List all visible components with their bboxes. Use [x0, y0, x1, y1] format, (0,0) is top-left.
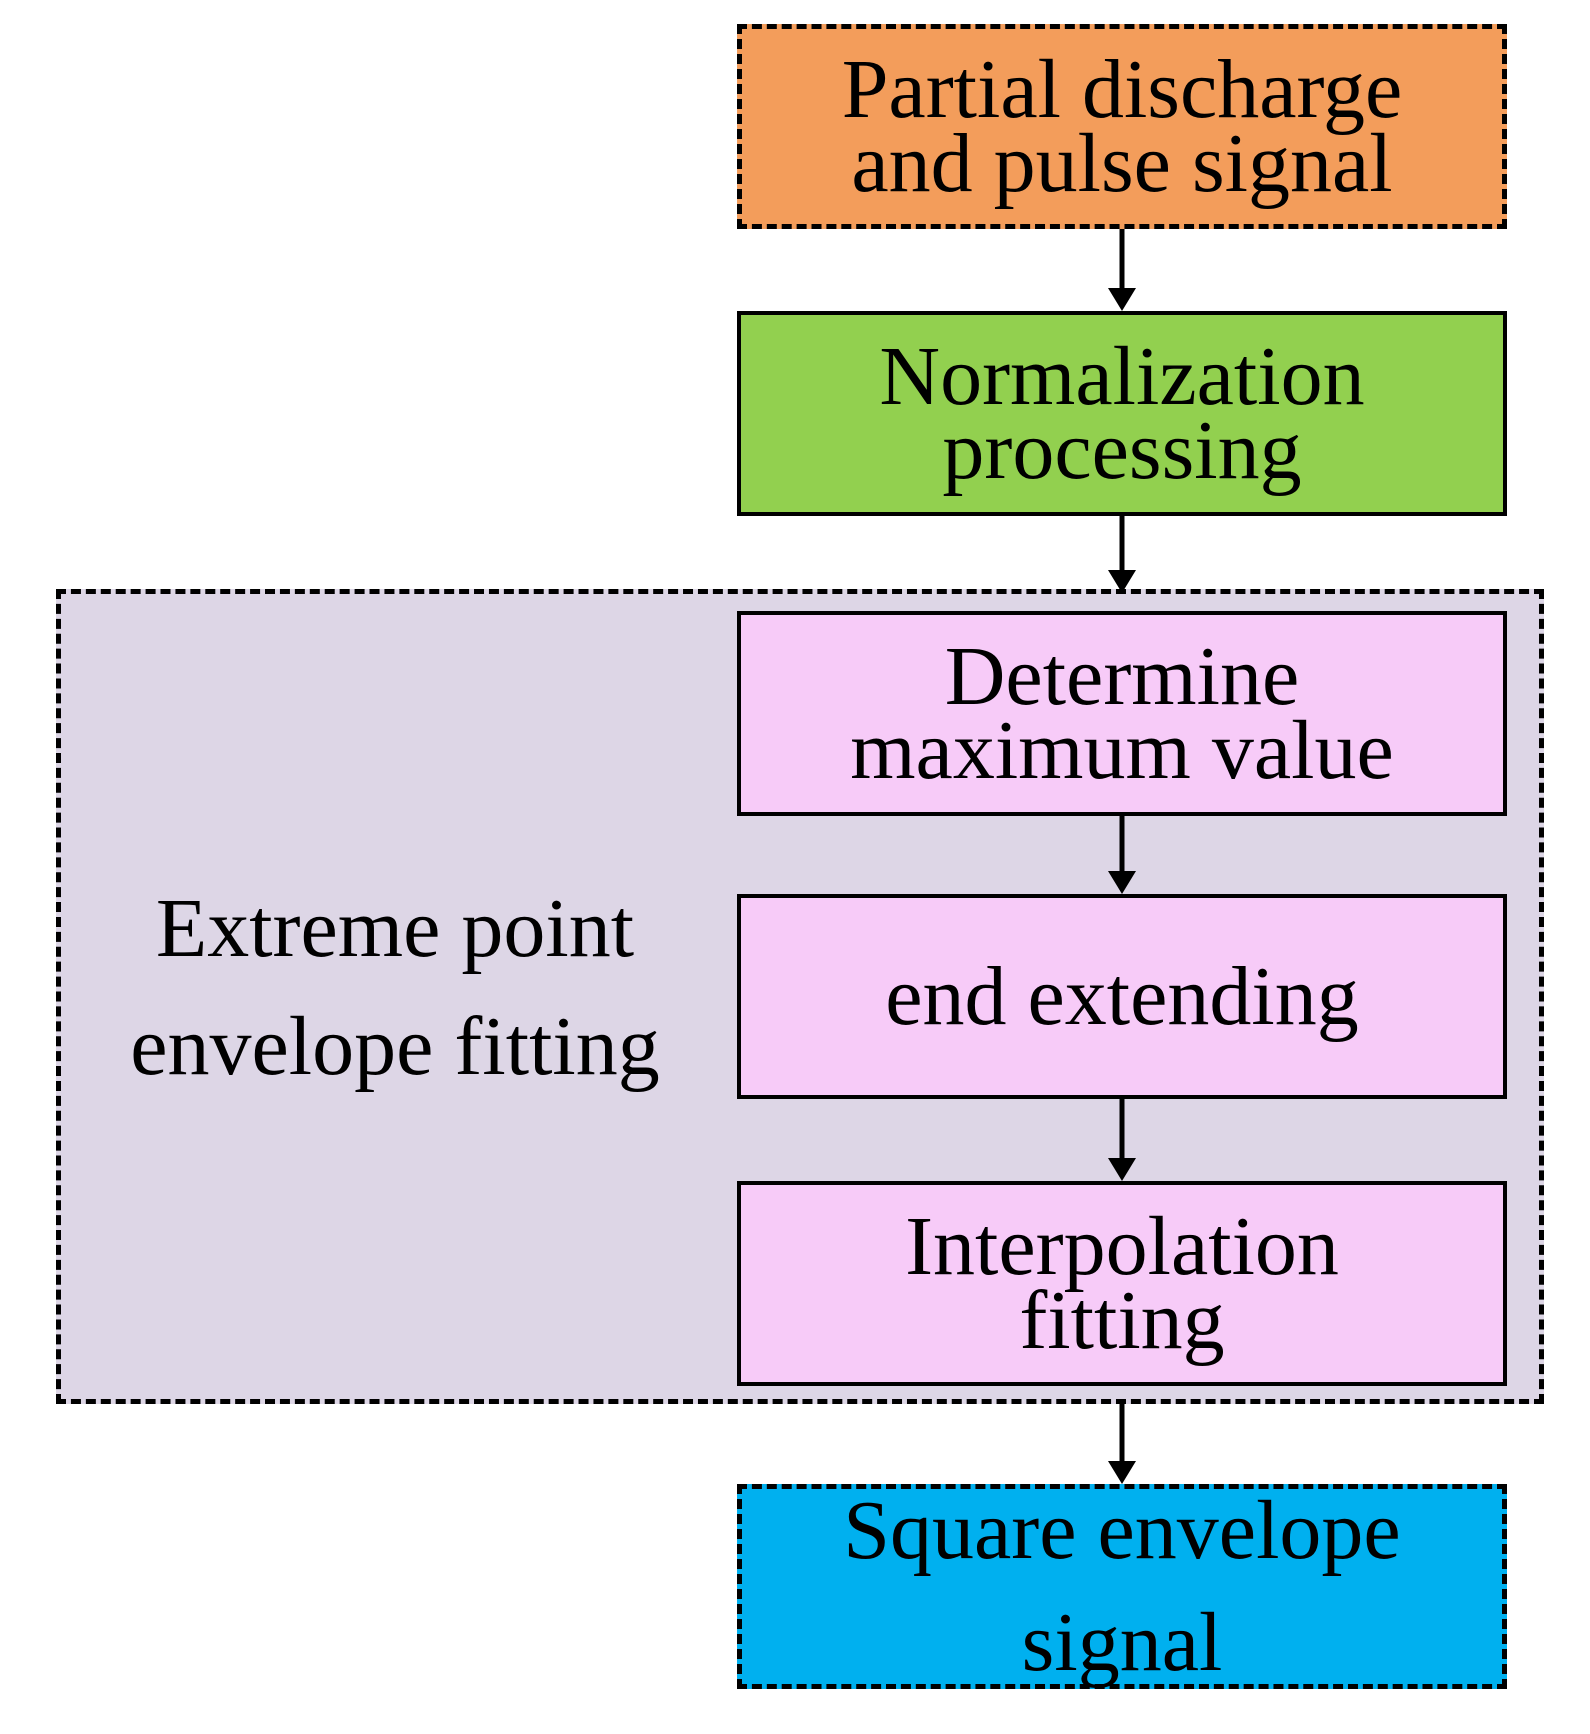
node-line: Normalization	[879, 329, 1365, 423]
determine-maximum-node: Determine maximum value	[737, 611, 1507, 816]
node-line: signal	[1021, 1595, 1223, 1689]
node-line: maximum value	[850, 703, 1394, 797]
node-line: end extending	[885, 949, 1359, 1043]
node-line: Determine	[944, 629, 1300, 723]
arrow	[1108, 229, 1136, 311]
arrow	[1108, 1404, 1136, 1484]
end-extending-node: end extending	[737, 894, 1507, 1099]
group-label: Extreme point envelope fitting	[90, 870, 700, 1106]
node-line: Square envelope	[843, 1483, 1401, 1577]
square-envelope-node: Square envelope signal	[737, 1484, 1507, 1689]
group-label-line-2: envelope fitting	[130, 1000, 660, 1093]
interpolation-fitting-node: Interpolation fitting	[737, 1181, 1507, 1386]
node-line: and pulse signal	[851, 116, 1393, 210]
arrow	[1108, 516, 1136, 593]
node-line: processing	[942, 403, 1302, 497]
partial-discharge-node: Partial discharge and pulse signal	[737, 24, 1507, 229]
node-line: Interpolation	[905, 1199, 1339, 1293]
node-line: Partial discharge	[841, 42, 1403, 136]
node-line: fitting	[1019, 1273, 1225, 1367]
normalization-node: Normalization processing	[737, 311, 1507, 516]
group-label-line-1: Extreme point	[155, 882, 635, 975]
